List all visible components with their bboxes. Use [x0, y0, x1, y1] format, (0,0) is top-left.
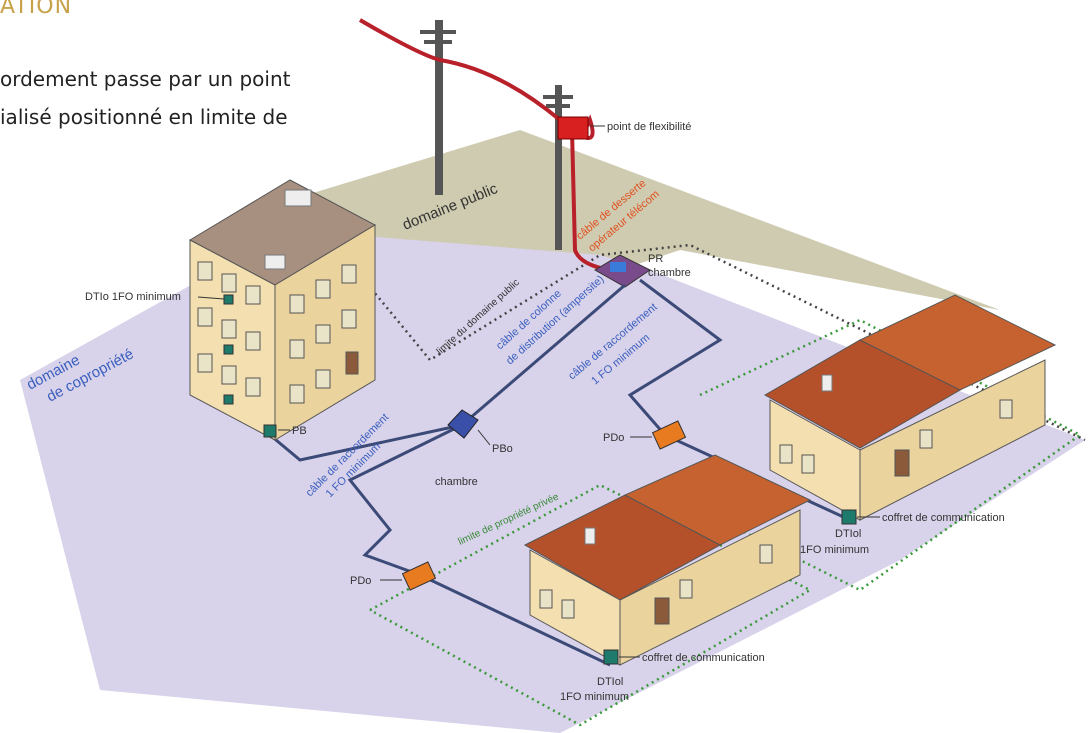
label-dtio-right-1: DTIol: [835, 528, 861, 540]
label-dtio-right-2: 1FO minimum: [800, 544, 869, 556]
label-dtio-bottom-1: DTIol: [597, 676, 623, 688]
pdo-box-left: [401, 561, 437, 591]
label-pb: PB: [292, 425, 307, 437]
label-pdo-right: PDo: [603, 432, 624, 444]
label-coffret-right: coffret de communication: [882, 512, 1005, 524]
label-dtio-bottom-2: 1FO minimum: [560, 691, 629, 703]
section-heading: ATION: [0, 0, 73, 19]
label-pdo-left: PDo: [350, 575, 371, 587]
flexibility-point-box: [557, 116, 589, 140]
utility-pole-right: [543, 85, 573, 250]
label-chambre-top: chambre: [648, 267, 691, 279]
intro-text: ordement passe par un point ialisé posit…: [0, 60, 290, 136]
distribution-column-cable: [461, 283, 626, 427]
utility-pole-left: [420, 20, 456, 195]
pdo-box-right: [651, 420, 687, 450]
public-domain-boundary: [359, 243, 1086, 442]
house-right: [763, 294, 1057, 525]
building-connection-cable: [269, 423, 463, 462]
intro-line-1: ordement passe par un point: [0, 67, 291, 91]
label-chambre-mid: chambre: [435, 476, 478, 488]
label-pr: PR: [648, 253, 663, 265]
private-lot-boundary-bottom: [369, 483, 813, 727]
label-pbo: PBo: [492, 443, 513, 455]
label-coffret-bottom: coffret de communication: [642, 652, 765, 664]
label-point-flexibilite: point de flexibilité: [607, 121, 691, 133]
label-dtio-building: DTIo 1FO minimum: [85, 291, 181, 303]
apartment-building: [188, 179, 377, 441]
pbo-chamber: [447, 409, 479, 439]
house-bottom: [523, 454, 812, 666]
intro-line-2: ialisé positionné en limite de: [0, 105, 288, 129]
left-connection-cable: [347, 423, 611, 667]
